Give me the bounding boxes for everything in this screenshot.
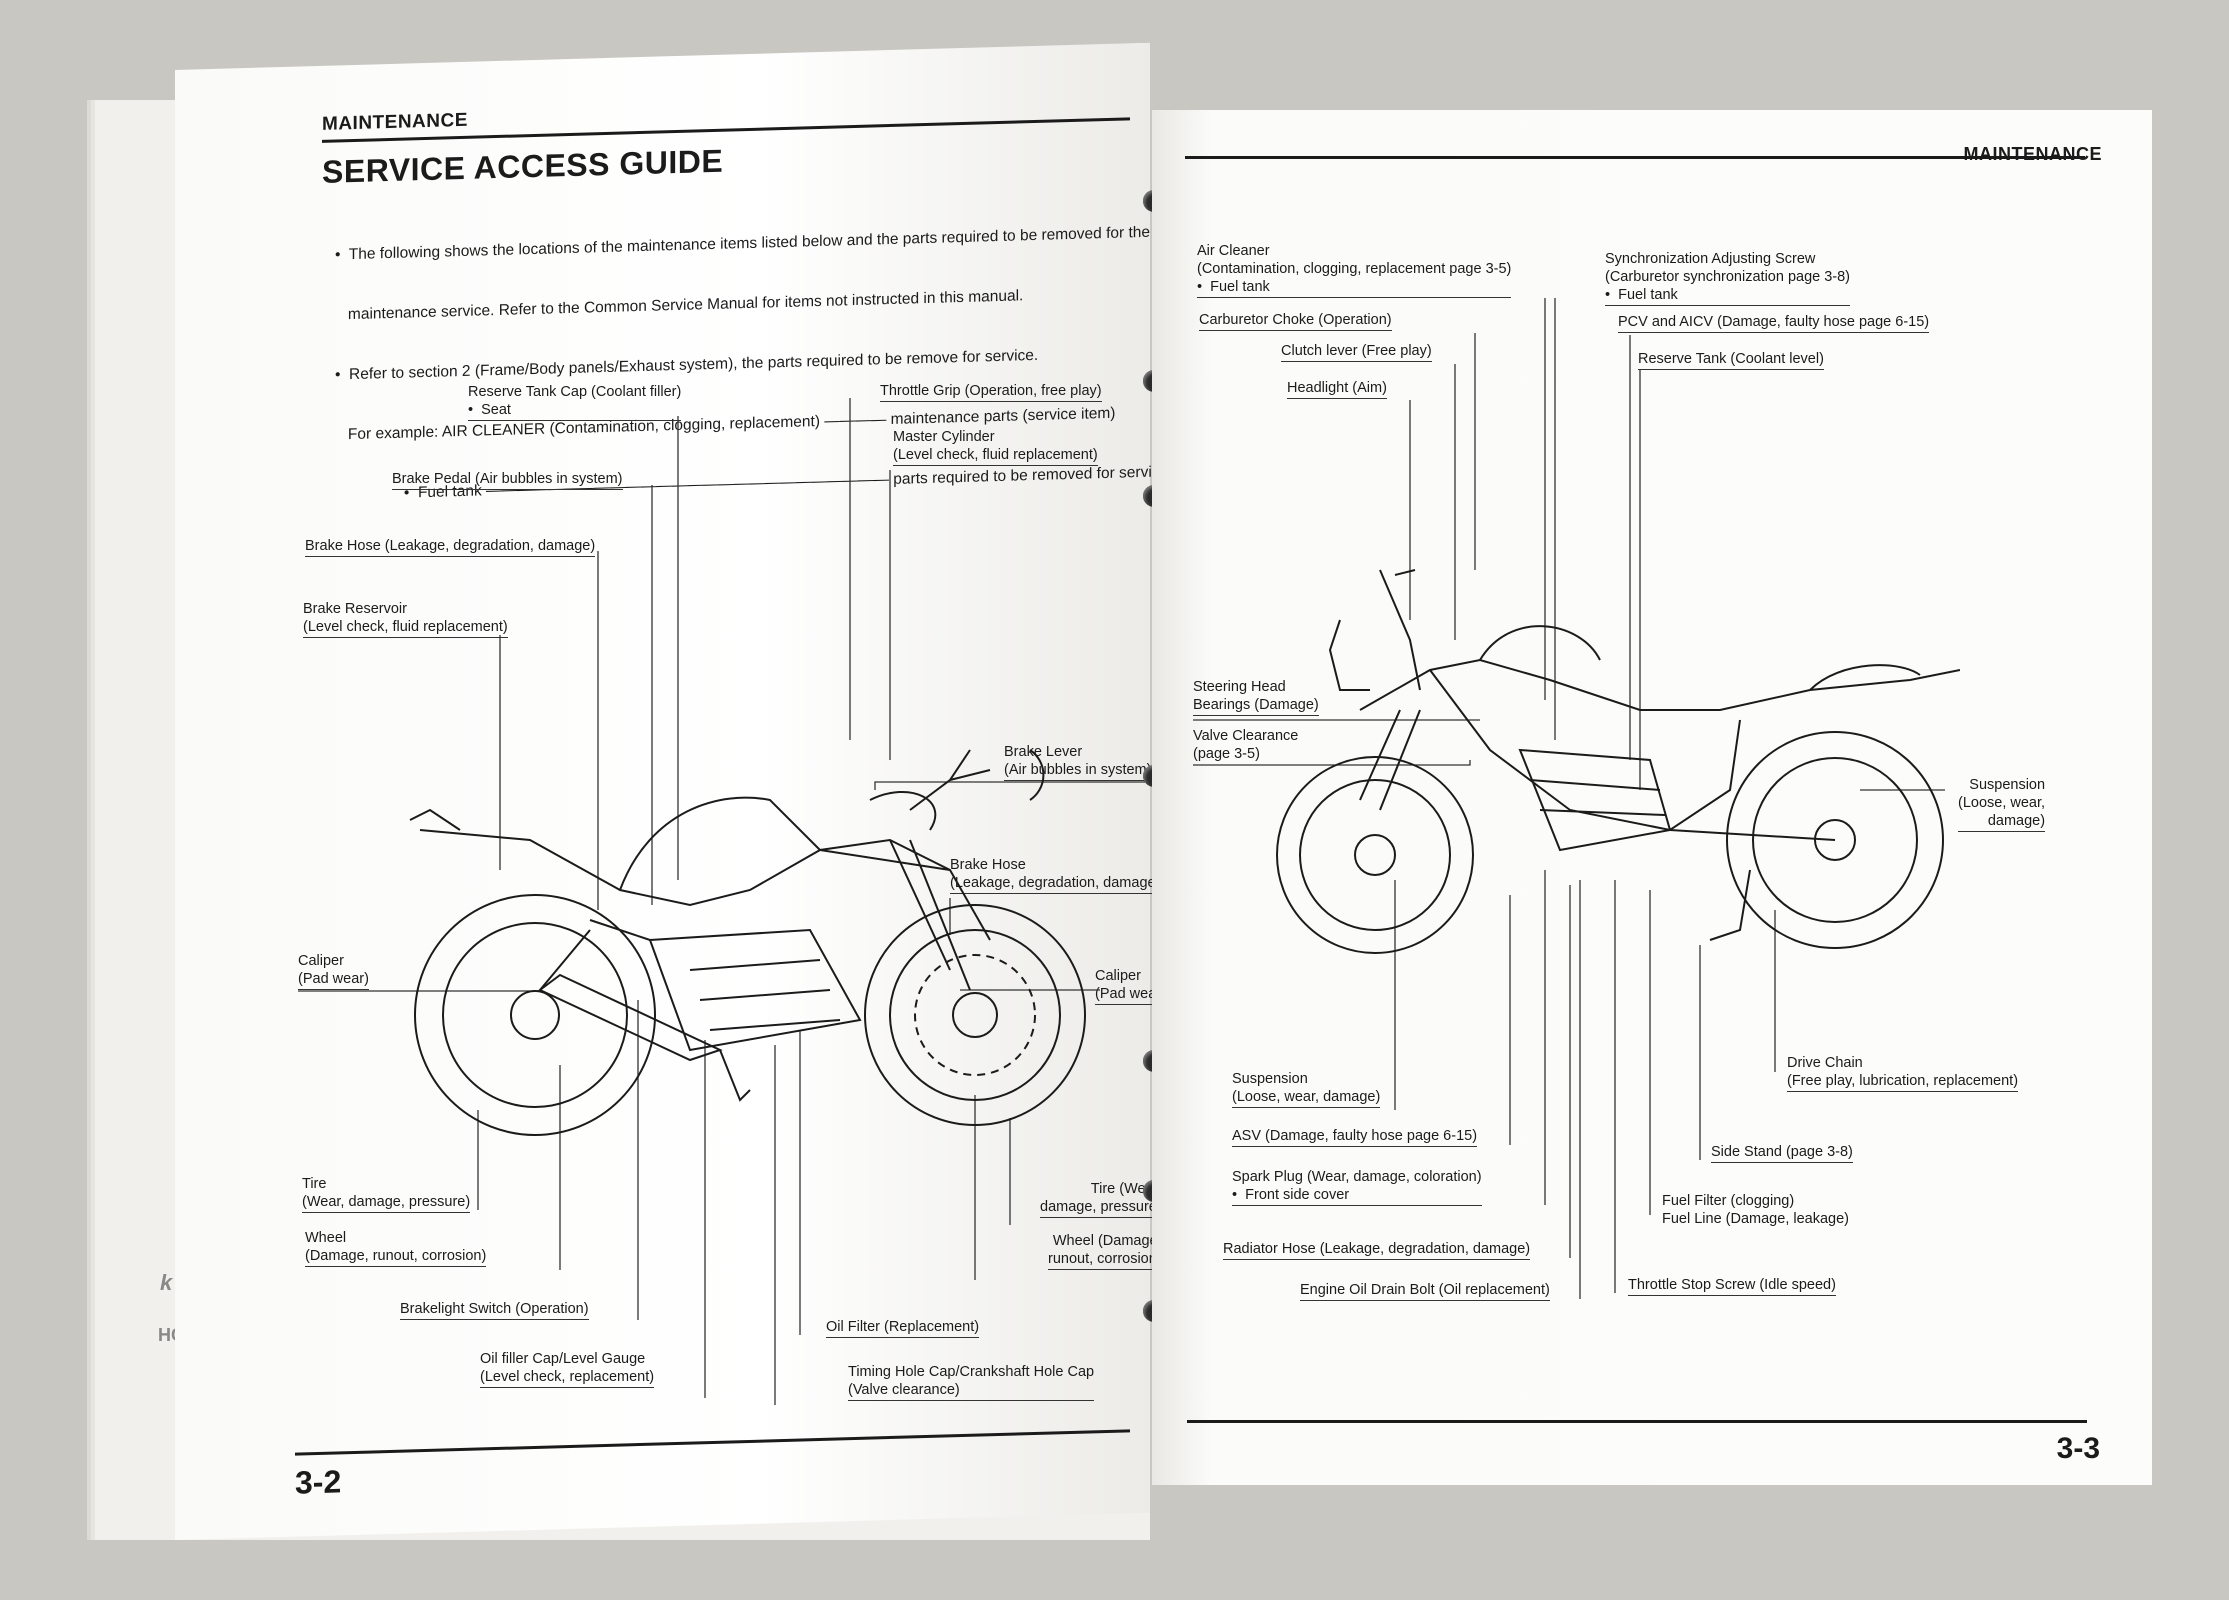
label-oil-filler-cap: Oil filler Cap/Level Gauge (Level check,… (480, 1350, 655, 1388)
label-throttle-grip: Throttle Grip (Operation, free play) (880, 382, 1102, 402)
label-wheel-rear: Wheel (Damage, runout, corrosion) (305, 1229, 487, 1267)
underlying-page-edge: k (160, 1270, 173, 1295)
label-brake-reservoir: Brake Reservoir (Level check, fluid repl… (303, 600, 508, 638)
label-valve-clearance: Valve Clearance (page 3-5) (1193, 728, 1299, 762)
label-carburetor-choke: Carburetor Choke (Operation) (1199, 311, 1392, 331)
label-master-cylinder: Master Cylinder (Level check, fluid repl… (893, 428, 1098, 466)
label-brake-pedal: Brake Pedal (Air bubbles in system) (392, 470, 623, 490)
label-caliper-rear: Caliper (Pad wear) (298, 952, 369, 990)
label-sync-screw: Synchronization Adjusting Screw (Carbure… (1605, 250, 1851, 306)
footer-rule (1187, 1420, 2087, 1423)
label-suspension-front: Suspension (Loose, wear, damage) (1232, 1070, 1381, 1108)
leader-line (874, 781, 1145, 790)
label-timing-hole-cap: Timing Hole Cap/Crankshaft Hole Cap (Val… (848, 1363, 1095, 1401)
label-brake-lever: Brake Lever (Air bubbles in system) (1004, 743, 1152, 781)
label-reserve-tank: Reserve Tank (Coolant level) (1638, 350, 1824, 370)
motorcycle-illustration-left (409, 749, 1086, 1136)
label-steering-head: Steering Head Bearings (Damage) (1193, 678, 1319, 716)
label-oil-filter: Oil Filter (Replacement) (826, 1318, 980, 1338)
label-wheel-front: Wheel (Damage, runout, corrosion) (1048, 1232, 1162, 1270)
label-drive-chain: Drive Chain (Free play, lubrication, rep… (1787, 1054, 2019, 1092)
label-side-stand: Side Stand (page 3-8) (1711, 1143, 1853, 1163)
label-brake-hose: Brake Hose (Leakage, degradation, damage… (305, 537, 596, 557)
header-rule (1185, 156, 2085, 159)
label-brakelight-switch: Brakelight Switch (Operation) (400, 1300, 589, 1320)
label-air-cleaner: Air Cleaner (Contamination, clogging, re… (1197, 242, 1512, 298)
label-engine-oil-drain: Engine Oil Drain Bolt (Oil replacement) (1300, 1281, 1550, 1301)
right-page: MAINTENANCE 3-3 (1152, 110, 2152, 1485)
label-tire-rear: Tire (Wear, damage, pressure) (302, 1175, 471, 1213)
motorcycle-illustration-right (1276, 569, 1960, 954)
label-fuel-filter: Fuel Filter (clogging) Fuel Line (Damage… (1662, 1193, 1849, 1227)
leader-line (1193, 760, 1471, 766)
label-throttle-stop: Throttle Stop Screw (Idle speed) (1628, 1276, 1836, 1296)
label-pcv-aicv: PCV and AICV (Damage, faulty hose page 6… (1618, 313, 1930, 333)
label-clutch-lever: Clutch lever (Free play) (1281, 342, 1432, 362)
label-asv: ASV (Damage, faulty hose page 6-15) (1232, 1127, 1478, 1147)
label-reserve-tank-cap: Reserve Tank Cap (Coolant filler) • Seat (468, 383, 682, 421)
page-header: MAINTENANCE (1963, 144, 2102, 164)
page-number: 3-3 (2056, 1432, 2100, 1465)
label-brake-hose-front: Brake Hose (Leakage, degradation, damage… (950, 856, 1161, 894)
label-headlight: Headlight (Aim) (1287, 379, 1387, 399)
label-spark-plug: Spark Plug (Wear, damage, coloration) • … (1232, 1168, 1482, 1206)
label-radiator-hose: Radiator Hose (Leakage, degradation, dam… (1223, 1240, 1531, 1260)
label-suspension-rear: Suspension (Loose, wear, damage) (1958, 776, 2046, 832)
